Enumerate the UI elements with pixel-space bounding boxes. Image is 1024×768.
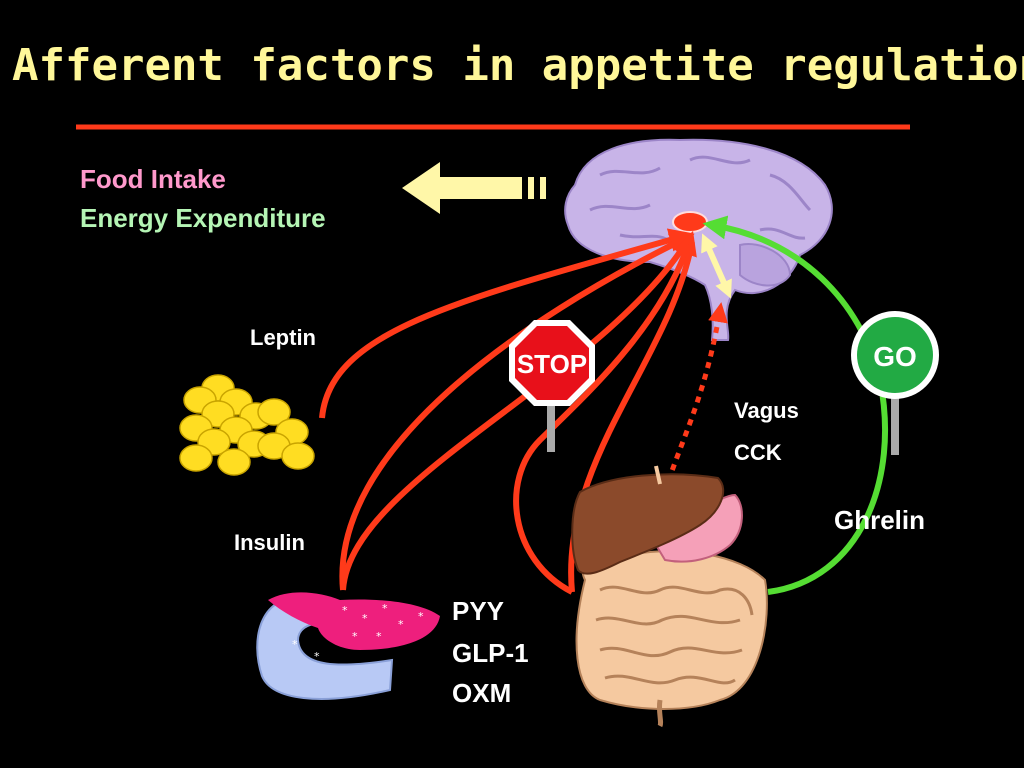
cck-label: CCK [734,440,782,465]
svg-text:*: * [418,610,424,623]
pancreas-icon: * * * * * * * * * [256,592,440,700]
adipose-tissue-icon [179,374,315,476]
leptin-label: Leptin [250,325,316,350]
insulin-pathway-2 [340,238,691,591]
go-sign-icon: GO [851,311,939,455]
svg-text:*: * [352,630,358,643]
pyy-label: PYY [452,596,505,626]
stop-sign-icon: STOP [509,320,595,452]
stop-sign-label: STOP [517,349,587,379]
insulin-label: Insulin [234,530,305,555]
food-intake-label: Food Intake [80,164,226,194]
glp1-label: GLP-1 [452,638,529,668]
svg-text:*: * [314,650,320,663]
svg-text:*: * [362,612,368,625]
oxm-label: OXM [452,678,512,708]
brain-icon [564,138,833,341]
liver-icon [571,465,725,575]
svg-text:*: * [376,630,382,643]
ghrelin-label: Ghrelin [834,505,926,535]
insulin-pathway-1 [339,233,695,591]
svg-text:*: * [342,604,348,617]
gut-pathway-1 [513,230,697,595]
leptin-pathway [319,228,694,419]
svg-text:*: * [292,638,298,651]
go-sign-label: GO [873,341,917,372]
brainstem-hypothalamus-link [701,233,732,299]
vagus-label: Vagus [734,398,799,423]
energy-expenditure-label: Energy Expenditure [80,203,326,233]
intestine-icon [575,550,768,728]
hypothalamus-icon [672,211,708,233]
svg-text:*: * [382,602,388,615]
output-arrow-icon [402,162,546,214]
page-title: Afferent factors in appetite regulation [12,40,1024,91]
svg-text:*: * [398,618,404,631]
